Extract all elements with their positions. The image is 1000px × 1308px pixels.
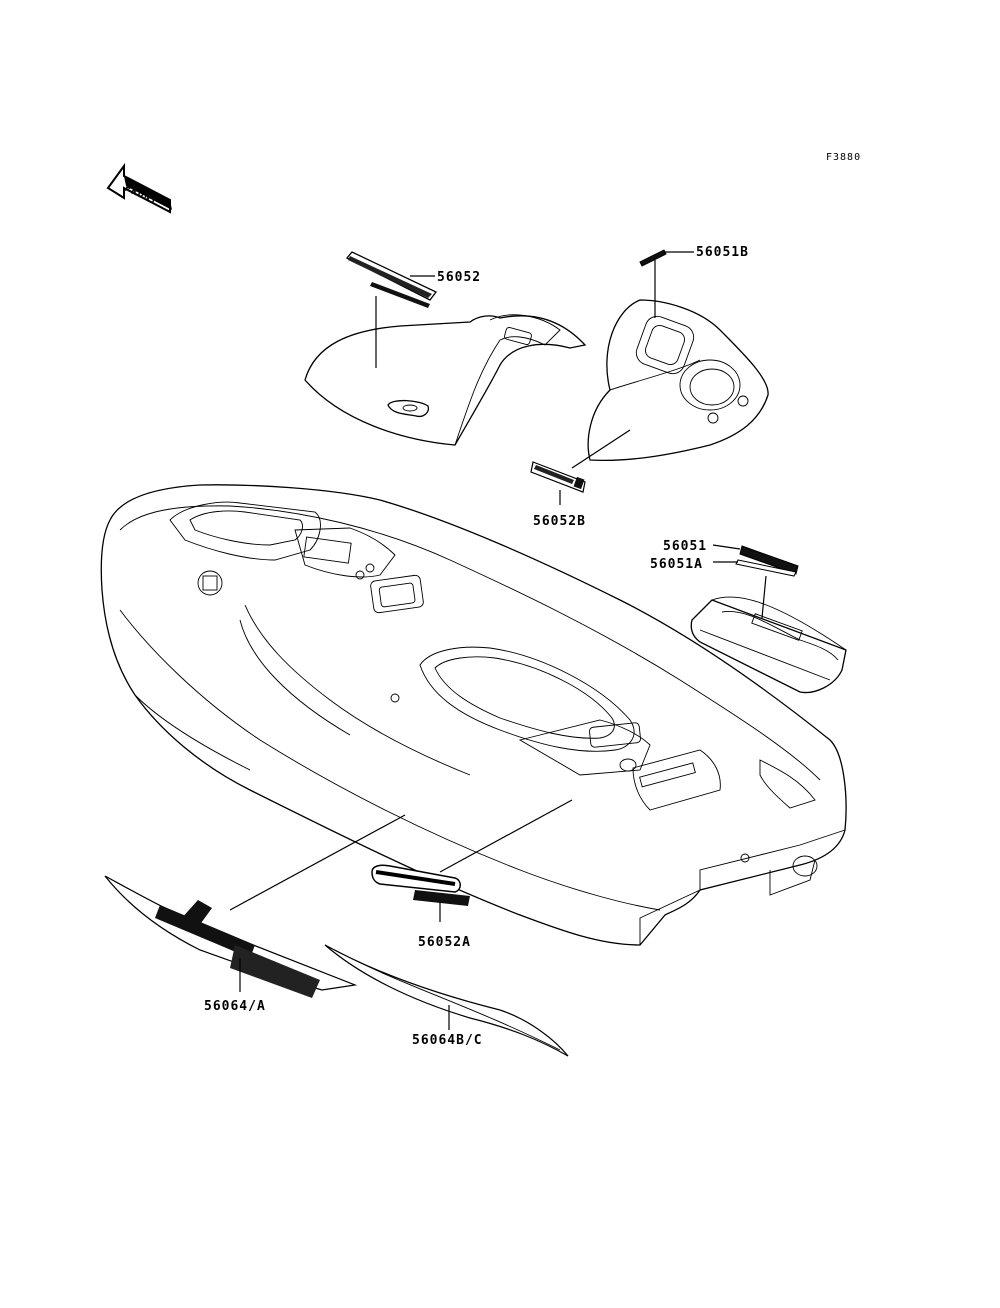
label-56051a: 56051A (650, 557, 703, 572)
label-56064bc: 56064B/C (412, 1033, 483, 1048)
decal-56064a-icon (104, 875, 358, 998)
decal-56051-icon (739, 545, 799, 575)
label-56052b: 56052B (533, 514, 586, 529)
label-56051b: 56051B (696, 245, 749, 260)
figure-code: F3880 (826, 152, 861, 163)
hull-part (100, 484, 847, 946)
decal-56064bc-icon (324, 944, 569, 1057)
decal-56051b-icon (639, 249, 667, 267)
seat-cover-part (304, 314, 587, 446)
glove-box-part (690, 596, 847, 694)
label-56052: 56052 (437, 270, 481, 285)
label-56051: 56051 (663, 539, 707, 554)
steering-cover-part (587, 299, 769, 461)
decal-56051a-icon (735, 559, 797, 577)
decal-56052-icon (345, 251, 437, 308)
front-arrow-icon: FRONT (106, 162, 172, 214)
label-56052a: 56052A (418, 935, 471, 950)
label-56064a: 56064/A (204, 999, 266, 1014)
decal-56052a-icon (371, 864, 470, 906)
